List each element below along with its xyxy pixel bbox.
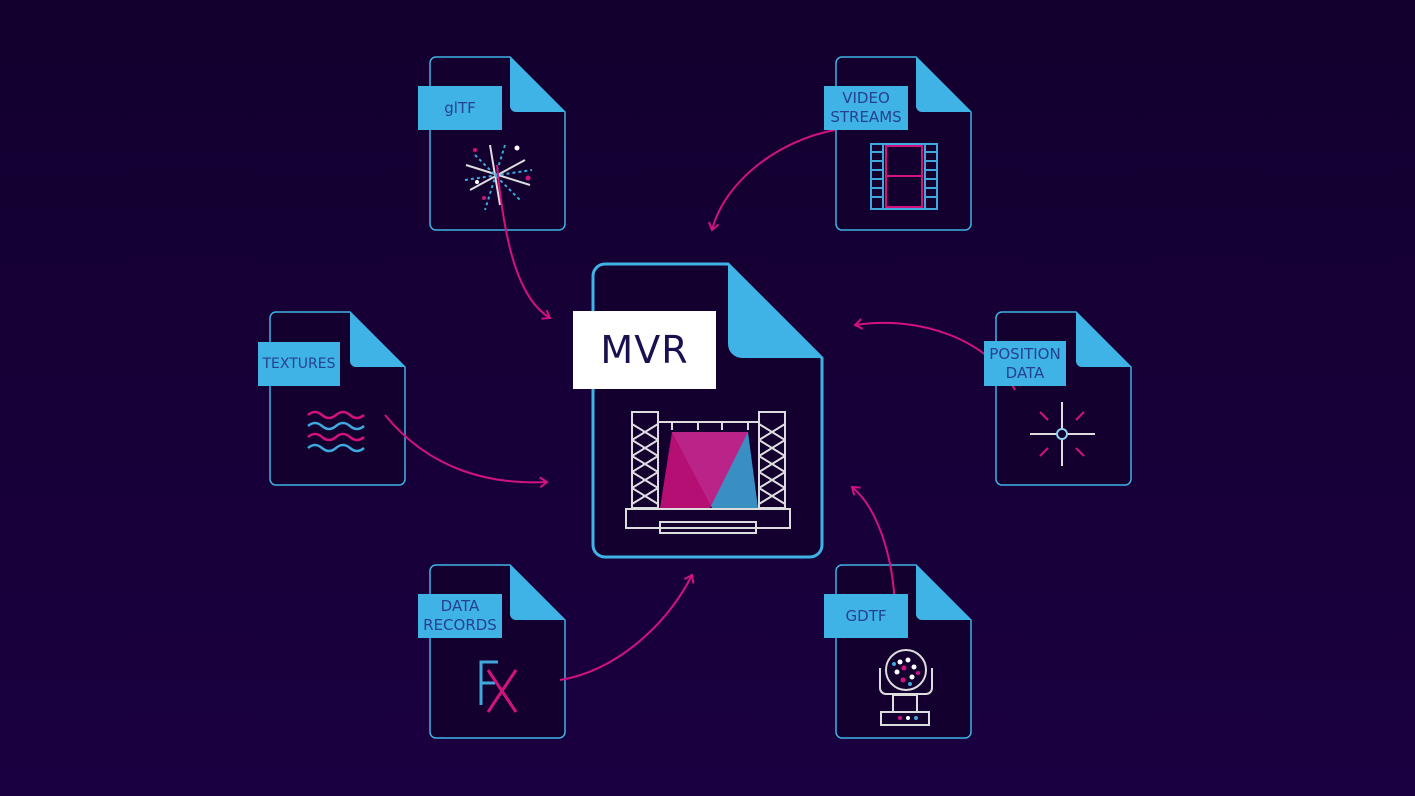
label-line: DATA (1005, 363, 1045, 382)
label-line: VIDEO (842, 89, 890, 107)
arrow-gltf-to-mvr (496, 164, 552, 320)
mvr-title: MVR (573, 311, 716, 389)
label-line: DATA (440, 597, 480, 615)
gltf-file-icon (429, 56, 566, 231)
stage-icon (625, 411, 791, 534)
gltf-label: glTF (418, 86, 502, 130)
fx-icon (479, 660, 518, 713)
arrow-textures-to-mvr (384, 414, 549, 489)
gdtf-label: GDTF (824, 594, 908, 638)
gltf-label-text: glTF (444, 98, 476, 117)
textures-label: TEXTURES (258, 342, 340, 386)
arrow-data-records-to-mvr (559, 573, 695, 681)
waves-icon (307, 410, 365, 453)
crosshair-icon (1030, 402, 1095, 466)
moving-head-light-icon (879, 649, 933, 726)
label-line: TEXTURES (262, 355, 336, 372)
label-line: GDTF (845, 606, 887, 625)
film-strip-icon (870, 143, 938, 210)
label-line: STREAMS (830, 108, 902, 126)
label-line: RECORDS (423, 616, 497, 634)
position-file-icon (995, 311, 1132, 486)
label-line: POSITION (989, 344, 1061, 363)
mvr-file-icon (591, 262, 824, 559)
arrow-video-to-mvr (707, 129, 836, 232)
textures-file-icon (269, 311, 406, 486)
data-records-file-icon (429, 564, 566, 739)
